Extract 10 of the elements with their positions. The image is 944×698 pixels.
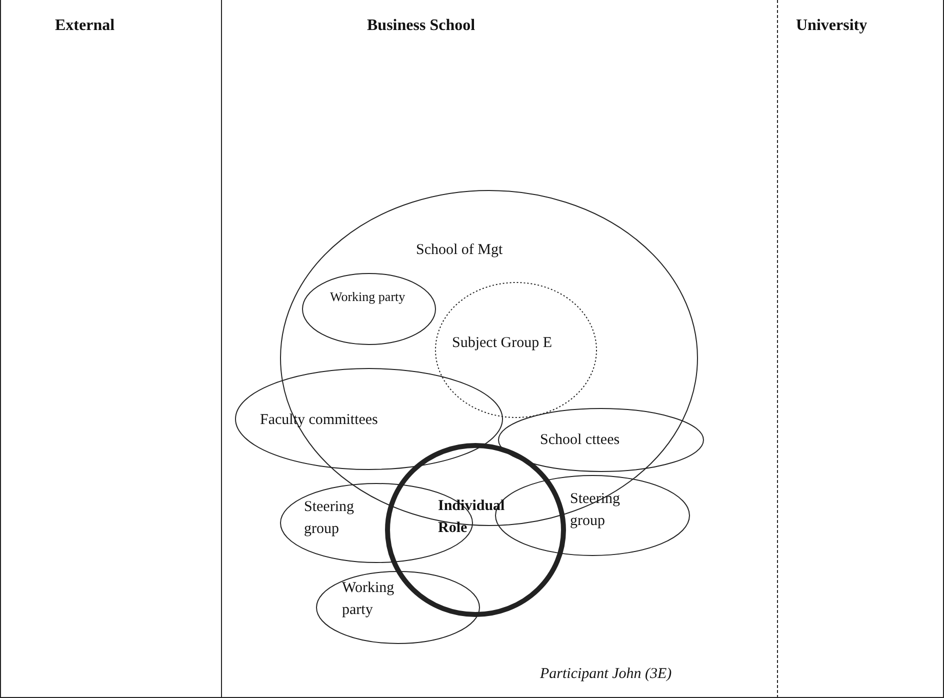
column-heading: External [55, 16, 116, 36]
group-label: Subject Group E [452, 334, 553, 353]
participant-note: Participant John (3E) [540, 665, 672, 684]
column-heading: University [796, 16, 868, 36]
group-label: School cttees [540, 431, 621, 450]
group-label: Working party [330, 288, 406, 306]
group-label: Steering group [304, 498, 355, 539]
column-heading: Business School [367, 16, 476, 36]
group-label: Working party [342, 579, 396, 620]
group-label: School of Mgt [416, 241, 504, 260]
